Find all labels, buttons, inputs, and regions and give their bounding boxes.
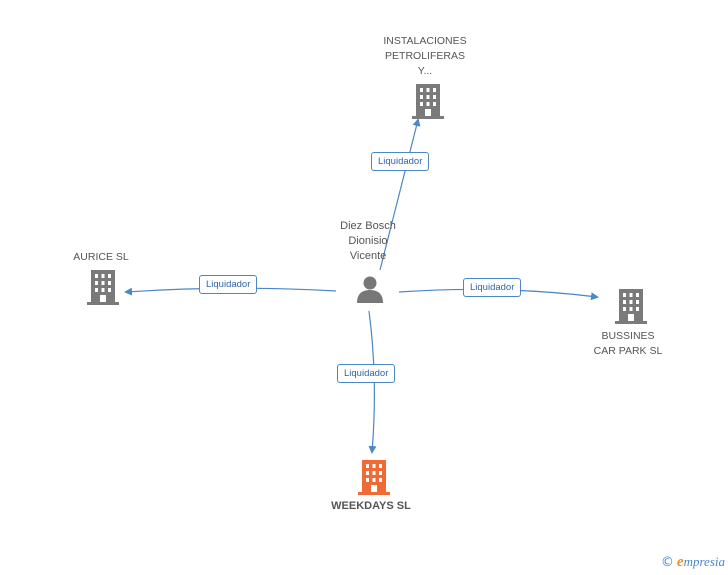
edge-to-instalaciones: [379, 118, 421, 271]
company-label-line: WEEKDAYS SL: [331, 500, 411, 512]
edge-label-aurice[interactable]: Liquidador: [199, 275, 258, 294]
watermark: © empresia: [661, 554, 725, 571]
person-name-line-3: Vicente: [349, 250, 387, 262]
company-label-weekdays[interactable]: WEEKDAYS SL: [311, 499, 431, 514]
building-icon[interactable]: [412, 84, 444, 120]
edge-label-bussines[interactable]: Liquidador: [463, 278, 522, 297]
company-label-line: Y...: [417, 65, 433, 77]
person-name-line-2: Dionisio: [348, 235, 388, 247]
company-label-line: PETROLIFERAS: [385, 50, 465, 62]
company-label-bussines[interactable]: BUSSINES CAR PARK SL: [578, 329, 678, 359]
company-label-instalaciones[interactable]: INSTALACIONES PETROLIFERAS Y...: [365, 34, 485, 79]
company-label-line: INSTALACIONES: [383, 35, 467, 47]
company-label-line: BUSSINES: [601, 330, 655, 342]
person-icon[interactable]: [355, 274, 385, 304]
person-name-line-1: Diez Bosch: [340, 220, 396, 232]
building-icon[interactable]: [615, 289, 647, 325]
edge-label-instalaciones[interactable]: Liquidador: [371, 152, 430, 171]
company-label-line: CAR PARK SL: [593, 345, 663, 357]
company-label-aurice[interactable]: AURICE SL: [61, 250, 141, 265]
building-icon[interactable]: [87, 270, 119, 306]
building-icon[interactable]: [358, 460, 390, 496]
person-name[interactable]: Diez Bosch Dionisio Vicente: [318, 219, 418, 264]
copyright-icon: ©: [660, 555, 674, 570]
edge-label-weekdays[interactable]: Liquidador: [337, 364, 396, 383]
company-label-line: AURICE SL: [73, 251, 129, 263]
empresia-logo: empresia: [676, 554, 725, 570]
